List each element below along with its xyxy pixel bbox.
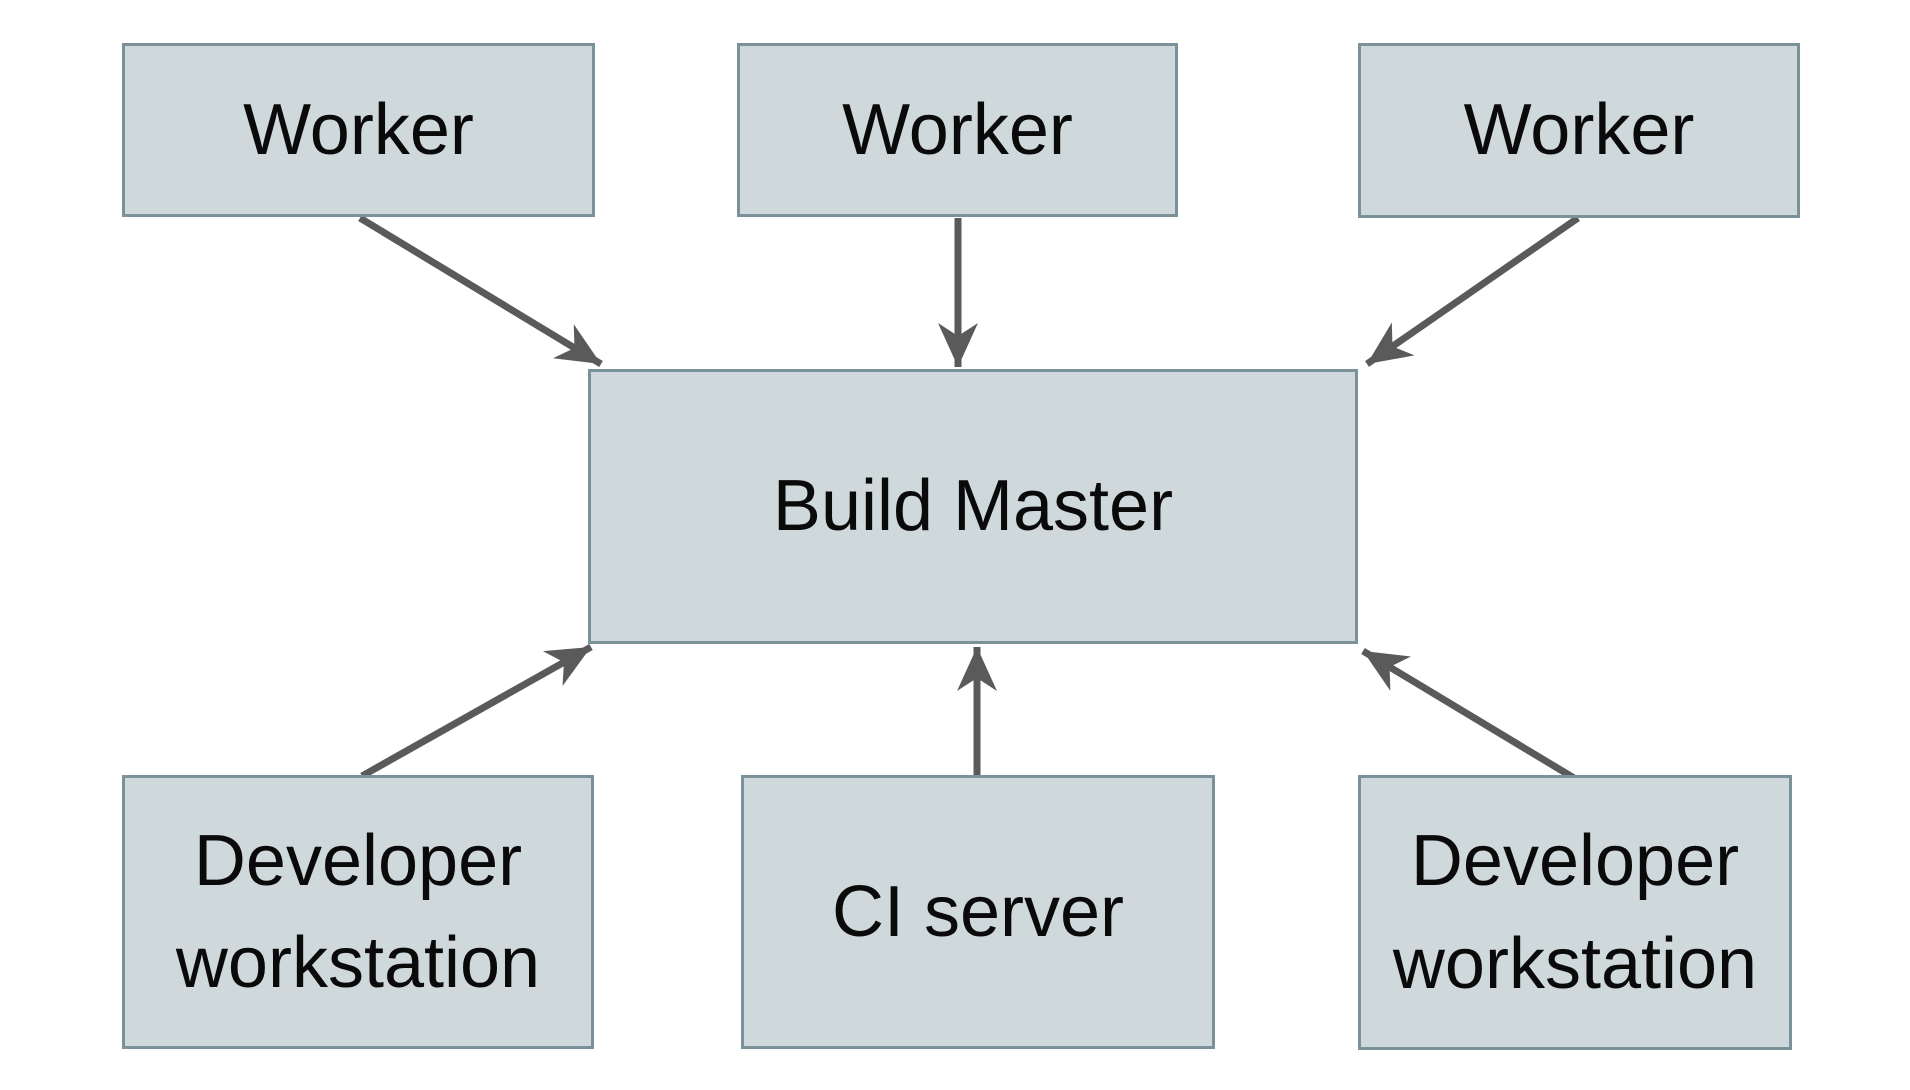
arrow-worker-3-to-build-master	[1365, 215, 1580, 367]
node-ci-server: CI server	[741, 775, 1215, 1049]
node-label-worker-3: Worker	[1463, 90, 1695, 171]
node-worker-2: Worker	[737, 43, 1178, 217]
node-label-ci-server: CI server	[831, 871, 1125, 952]
node-label-developer-workstation-right: Developer workstation	[1392, 821, 1758, 1004]
node-worker-3: Worker	[1358, 43, 1800, 218]
node-label-developer-workstation-left: Developer workstation	[175, 820, 541, 1003]
arrow-developer-workstation-left-to-build-master	[360, 643, 593, 780]
arrow-worker-1-to-build-master	[358, 215, 603, 367]
node-build-master: Build Master	[588, 369, 1358, 644]
arrow-developer-workstation-right-to-build-master	[1361, 648, 1576, 781]
node-worker-1: Worker	[122, 43, 595, 217]
node-developer-workstation-left: Developer workstation	[122, 775, 594, 1049]
node-label-worker-1: Worker	[243, 89, 474, 170]
node-label-build-master: Build Master	[772, 466, 1174, 547]
node-developer-workstation-right: Developer workstation	[1358, 775, 1792, 1050]
node-label-worker-2: Worker	[842, 89, 1073, 170]
